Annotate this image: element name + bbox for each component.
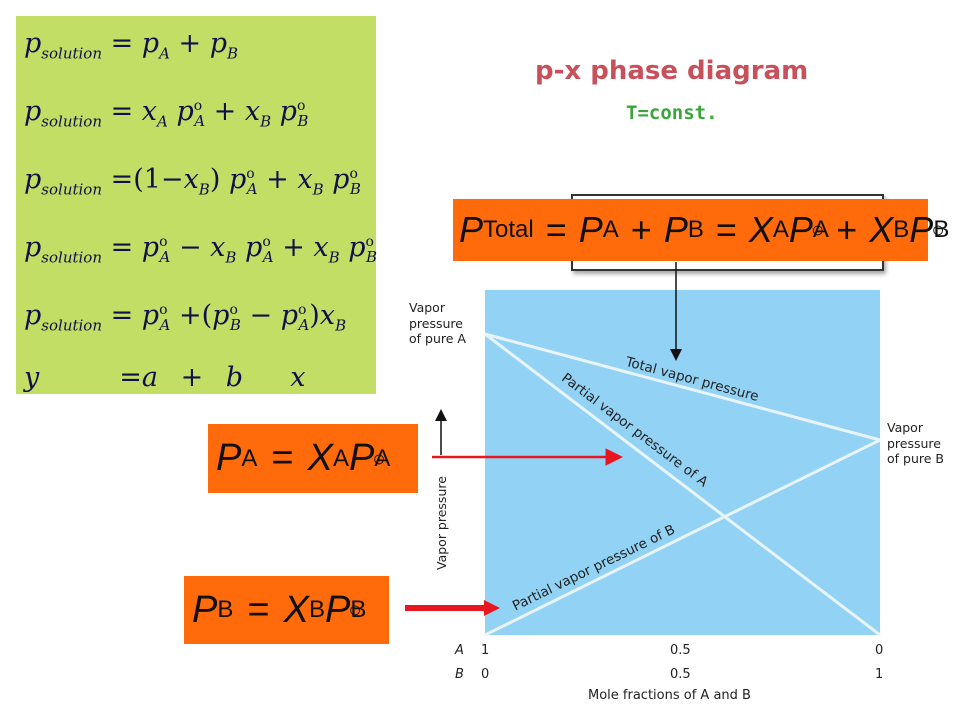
vapor-pressure-pure-b-label: Vapor pressure of pure B <box>887 420 944 467</box>
row-b-tick-1: 0 <box>481 667 490 682</box>
equation-row-3: psolution =(1−xB) poA + xB poB <box>24 164 361 199</box>
equation-row-4: psolution = poA − xB poA + xB poB <box>24 232 377 267</box>
row-b-tick-3: 1 <box>875 667 884 682</box>
x-axis-label: Mole fractions of A and B <box>588 688 751 703</box>
equation-panel: psolution = pA + pB psolution = xA poA +… <box>16 16 377 394</box>
row-a-tick-1: 1 <box>481 643 490 658</box>
equation-row-5: psolution = poA +(poB − poA)xB <box>24 300 347 335</box>
row-a-label: A <box>455 643 464 658</box>
pb-pointer-arrowhead <box>484 600 500 616</box>
plot-area <box>485 290 880 635</box>
partial-a-line <box>484 332 881 637</box>
equation-row-6: y=a + b x <box>24 362 306 393</box>
row-b-tick-2: 0.5 <box>670 667 691 682</box>
row-b-label: B <box>455 667 464 682</box>
equation-row-1: psolution = pA + pB <box>24 28 239 63</box>
temperature-condition: T=const. <box>626 102 718 124</box>
row-a-tick-2: 0.5 <box>670 643 691 658</box>
total-pressure-line <box>484 332 881 442</box>
equation-row-2: psolution = xA poA + xB poB <box>24 96 309 131</box>
partial-b-line <box>484 438 881 637</box>
y-axis-label: Vapor pressure <box>434 476 449 570</box>
row-a-tick-3: 0 <box>875 643 884 658</box>
vapor-pressure-pure-a-label: Vapor pressure of pure A <box>409 300 466 347</box>
diagram-title: p-x phase diagram <box>535 56 809 86</box>
